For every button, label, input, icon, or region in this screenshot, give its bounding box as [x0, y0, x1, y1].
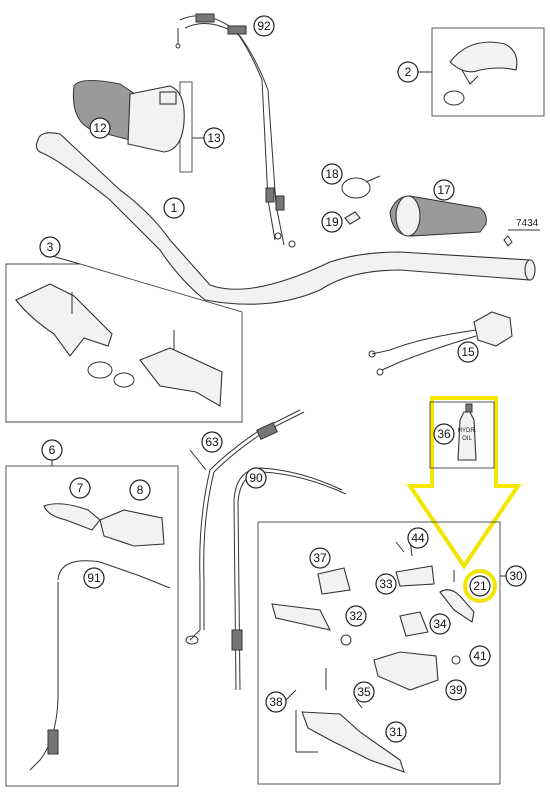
svg-text:38: 38	[269, 695, 283, 709]
callout-6: 6	[41, 439, 63, 461]
part-clutch-group	[5, 456, 179, 787]
part-kill-switch	[368, 311, 513, 376]
callout-63: 63	[201, 431, 223, 453]
svg-text:13: 13	[207, 131, 221, 145]
bottle-label-line-2: OIL	[462, 436, 472, 442]
part-handguard-cap	[431, 27, 545, 117]
svg-text:30: 30	[509, 569, 523, 583]
svg-text:1: 1	[171, 201, 178, 215]
callout-44: 44	[407, 527, 429, 549]
highlight-arrow	[406, 396, 522, 570]
part-throttle-cables	[175, 13, 296, 248]
callout-30: 30	[505, 565, 527, 587]
svg-text:18: 18	[325, 167, 339, 181]
callout-33: 33	[375, 573, 397, 595]
svg-text:32: 32	[349, 609, 363, 623]
callout-35: 35	[353, 681, 375, 703]
part-handguard-set	[5, 263, 243, 423]
callout-19: 19	[321, 211, 343, 233]
callout-32: 32	[345, 605, 367, 627]
callout-34: 34	[429, 613, 451, 635]
svg-text:12: 12	[93, 121, 107, 135]
callout-37: 37	[309, 547, 331, 569]
svg-text:63: 63	[205, 435, 219, 449]
part-handlebar	[35, 132, 536, 305]
svg-text:19: 19	[325, 215, 339, 229]
callout-7: 7	[69, 477, 91, 499]
svg-text:35: 35	[357, 685, 371, 699]
callout-21: 21	[469, 575, 491, 597]
highlight-circle-21	[463, 569, 497, 603]
callout-41: 41	[469, 645, 491, 667]
callout-12: 12	[89, 117, 111, 139]
bottle-label-line-1: HYDR.	[458, 428, 477, 434]
callout-2: 2	[397, 61, 419, 83]
svg-text:2: 2	[405, 65, 412, 79]
svg-text:36: 36	[437, 427, 451, 441]
svg-text:7: 7	[77, 481, 84, 495]
svg-text:91: 91	[87, 571, 101, 585]
callout-3: 3	[39, 236, 61, 258]
part-cable-63	[185, 409, 305, 645]
svg-text:33: 33	[379, 577, 393, 591]
svg-text:41: 41	[473, 649, 487, 663]
callout-36: 36	[433, 423, 455, 445]
callout-90: 90	[245, 467, 267, 489]
svg-text:92: 92	[257, 19, 271, 33]
callout-91: 91	[83, 567, 105, 589]
svg-text:37: 37	[313, 551, 327, 565]
svg-text:44: 44	[411, 531, 425, 545]
callout-31: 31	[385, 721, 407, 743]
callout-38: 38	[265, 691, 287, 713]
svg-text:17: 17	[437, 183, 451, 197]
svg-text:31: 31	[389, 725, 403, 739]
svg-text:6: 6	[49, 443, 56, 457]
svg-text:90: 90	[249, 471, 263, 485]
part-cable-tie-and-nut	[341, 175, 381, 225]
part-hydraulic-oil-bottle: HYDR. OIL	[429, 401, 495, 469]
callout-18: 18	[321, 163, 343, 185]
svg-text:8: 8	[137, 483, 144, 497]
svg-text:15: 15	[461, 345, 475, 359]
part-brake-group	[257, 521, 501, 785]
svg-text:21: 21	[473, 579, 487, 593]
callout-39: 39	[445, 679, 467, 701]
part-left-grip	[389, 195, 540, 247]
callout-17: 17	[433, 179, 455, 201]
callout-13: 13	[203, 127, 225, 149]
callout-92: 92	[253, 15, 275, 37]
callout-8: 8	[129, 479, 151, 501]
svg-text:34: 34	[433, 617, 447, 631]
callout-leaders	[51, 71, 512, 753]
svg-text:39: 39	[449, 683, 463, 697]
part-throttle-grip	[72, 80, 193, 173]
svg-text:3: 3	[47, 240, 54, 254]
callout-1: 1	[163, 197, 185, 219]
reference-number: 7434	[516, 218, 539, 229]
callout-15: 15	[457, 341, 479, 363]
